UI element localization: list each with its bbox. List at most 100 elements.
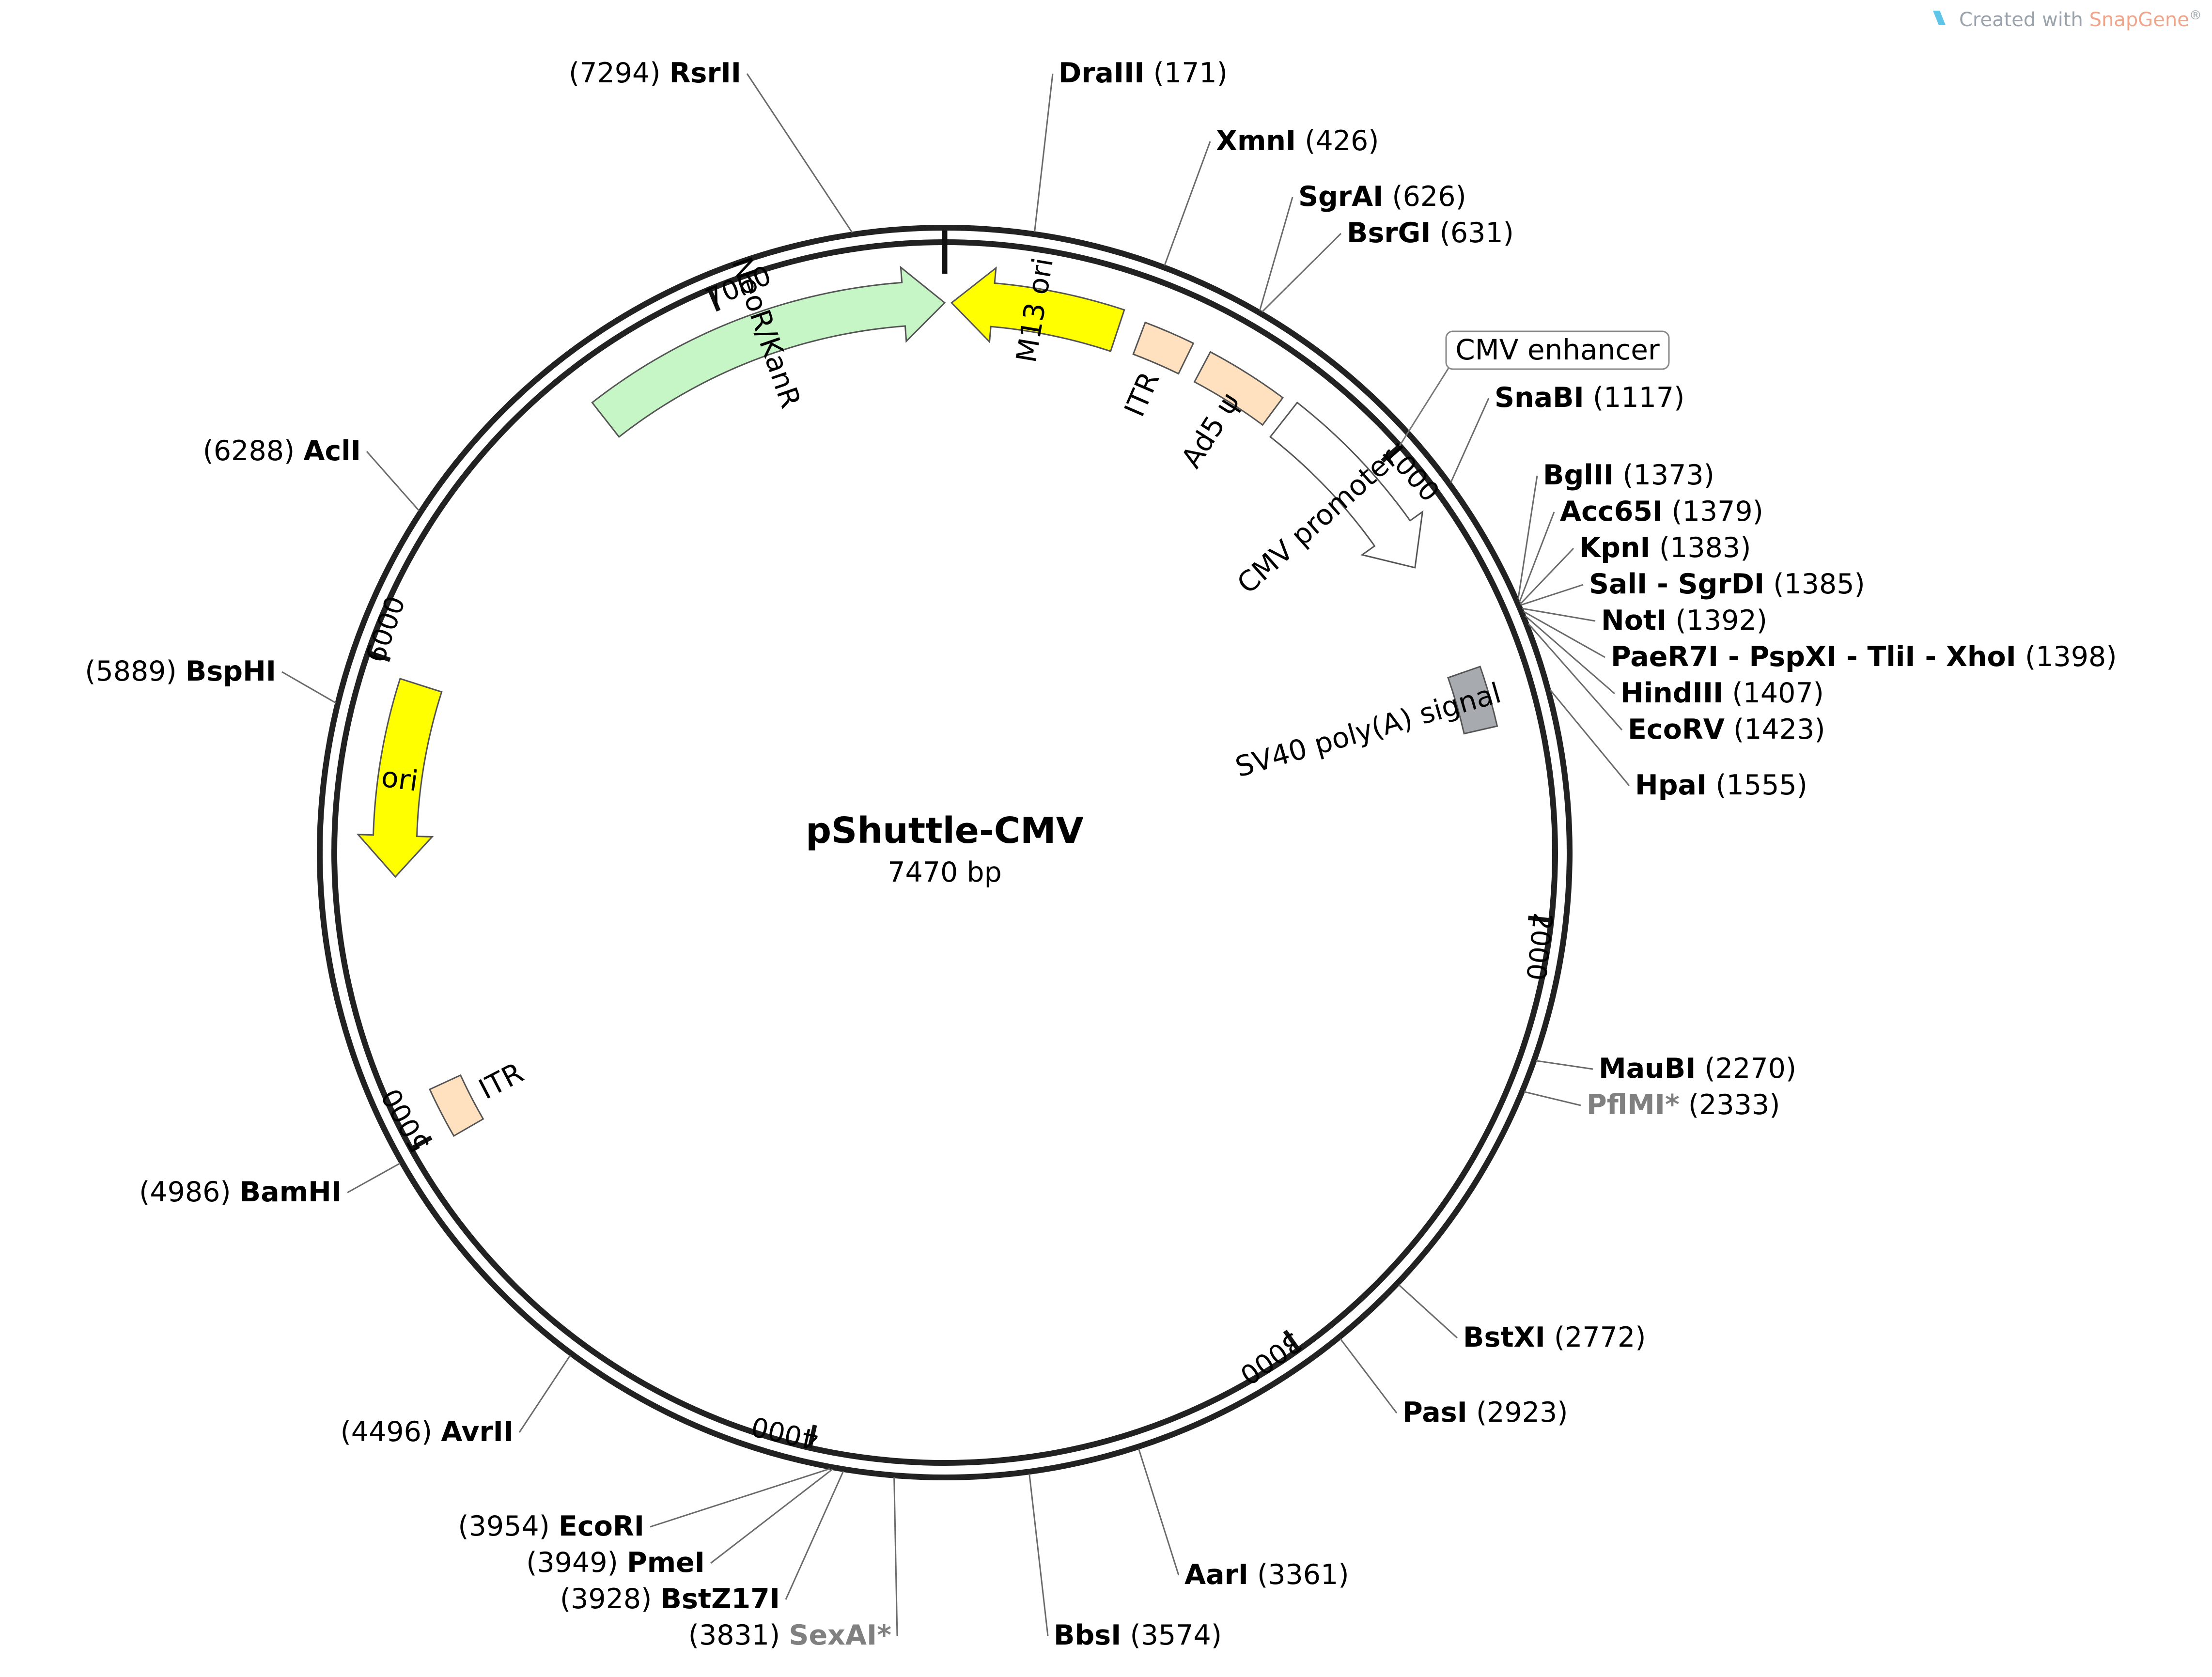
tick-mark — [1527, 916, 1552, 923]
site-leader — [1536, 1060, 1593, 1070]
site-leader — [1549, 689, 1630, 786]
feature-shape — [1132, 321, 1195, 375]
site-name: EcoRI — [559, 1510, 644, 1542]
site-label: PaeR7I - PspXI - TliI - XhoI (1398) — [1611, 641, 2117, 673]
site-acc65i: Acc65I (1379) — [1560, 496, 1763, 528]
site-gap — [661, 57, 670, 89]
feature-label: ITR — [1118, 367, 1166, 421]
site-gap — [1723, 677, 1732, 709]
site-label: SalI - SgrDI (1385) — [1589, 568, 1865, 600]
feature-shape — [1193, 351, 1284, 426]
feature-label: Ad5 ψ — [1175, 387, 1246, 474]
backbone — [317, 225, 1573, 1480]
site-maubi: MauBI (2270) — [1599, 1053, 1796, 1085]
site-label: Acc65I (1379) — [1560, 496, 1763, 528]
site-leader — [366, 451, 420, 512]
site-gap — [780, 1619, 789, 1651]
site-label: (4986) BamHI — [139, 1176, 342, 1208]
site-gap — [1121, 1619, 1130, 1651]
site-name: HpaI — [1635, 769, 1707, 801]
site-name: PflMI* — [1587, 1089, 1680, 1121]
site-gap — [295, 435, 303, 467]
site-label: (3831) SexAI* — [688, 1619, 891, 1651]
site-sexai: (3831) SexAI* — [688, 1619, 891, 1651]
site-label: (3949) PmeI — [526, 1547, 705, 1579]
site-aari: AarI (3361) — [1184, 1559, 1349, 1591]
site-position: (1555) — [1715, 769, 1807, 801]
site-position: (3361) — [1257, 1559, 1349, 1591]
site-gap — [177, 655, 186, 687]
site-name: BspHI — [186, 655, 276, 687]
site-position: (171) — [1153, 57, 1228, 89]
site-pflmi: PflMI* (2333) — [1587, 1089, 1780, 1121]
site-name: KpnI — [1579, 532, 1651, 564]
site-label: NotI (1392) — [1601, 605, 1767, 637]
site-gap — [2016, 641, 2025, 673]
site-gap — [1651, 532, 1659, 564]
feature-cmv-promoter: CMV promoter — [1231, 401, 1424, 600]
site-name: EcoRV — [1628, 714, 1725, 745]
site-name: HindIII — [1620, 677, 1723, 709]
cmv-enhancer-callout: CMV enhancer — [1399, 330, 1670, 446]
site-position: (4986) — [139, 1176, 231, 1208]
site-leader — [347, 1163, 401, 1194]
site-gap — [550, 1510, 559, 1542]
site-name: AclI — [303, 435, 361, 467]
credit: Created with SnapGene® — [1933, 8, 2202, 31]
site-position: (1385) — [1773, 568, 1865, 600]
site-leader — [785, 1471, 844, 1600]
site-gap — [1248, 1559, 1257, 1591]
feature-itr: ITR — [429, 1056, 529, 1137]
site-name: DraIII — [1059, 57, 1145, 89]
site-gap — [1614, 459, 1622, 491]
site-position: (2772) — [1554, 1321, 1646, 1353]
site-leader — [1522, 607, 1596, 622]
site-gap — [1707, 769, 1715, 801]
site-gap — [1467, 1397, 1476, 1429]
site-gap — [1383, 181, 1392, 213]
site-label: (5889) BspHI — [85, 655, 276, 687]
site-position: (7294) — [569, 57, 661, 89]
callout-leader — [1399, 368, 1449, 446]
tick-label: 6000 — [359, 592, 411, 666]
site-leader — [893, 1477, 898, 1636]
feature-itr: ITR — [1118, 321, 1195, 421]
site-gap — [1764, 568, 1773, 600]
site-position: (3574) — [1130, 1619, 1222, 1651]
feature-ori: ori — [356, 678, 443, 878]
site-gap — [1663, 496, 1671, 528]
site-name: Acc65I — [1560, 496, 1663, 528]
site-bstz17i: (3928) BstZ17I — [560, 1583, 780, 1615]
site-position: (3949) — [526, 1547, 618, 1579]
site-bsphi: (5889) BspHI — [85, 655, 276, 687]
site-hindiii: HindIII (1407) — [1620, 677, 1824, 709]
site-label: BsrGI (631) — [1347, 217, 1514, 249]
site-position: (426) — [1305, 125, 1379, 157]
site-name: BstZ17I — [661, 1583, 780, 1615]
site-sali-sgrdi: SalI - SgrDI (1385) — [1589, 568, 1865, 600]
site-position: (3831) — [688, 1619, 780, 1651]
site-position: (1383) — [1659, 532, 1751, 564]
feature-label: ori — [379, 760, 420, 797]
site-position: (631) — [1440, 217, 1514, 249]
callout-box — [1445, 330, 1670, 370]
feature-shape — [950, 266, 1125, 353]
site-name: PaeR7I - PspXI - TliI - XhoI — [1611, 641, 2016, 673]
feature-sv40-poly-a-signal: SV40 poly(A) signal — [1232, 666, 1505, 784]
site-leader — [1520, 584, 1584, 606]
tick-label: 5000 — [375, 1083, 436, 1157]
site-draiii: DraIII (171) — [1059, 57, 1228, 89]
site-label: XmnI (426) — [1216, 125, 1379, 157]
site-label: HpaI (1555) — [1635, 769, 1807, 801]
site-acli: (6288) AclI — [203, 435, 361, 467]
site-name: PmeI — [627, 1547, 705, 1579]
site-name: BglII — [1543, 459, 1614, 491]
site-gap — [1680, 1089, 1688, 1121]
site-position: (1398) — [2025, 641, 2117, 673]
site-position: (6288) — [203, 435, 295, 467]
site-position: (3954) — [458, 1510, 550, 1542]
site-kpni: KpnI (1383) — [1579, 532, 1751, 564]
feature-shape — [356, 678, 443, 878]
site-leader — [1525, 615, 1615, 695]
feature-shape — [429, 1074, 484, 1137]
